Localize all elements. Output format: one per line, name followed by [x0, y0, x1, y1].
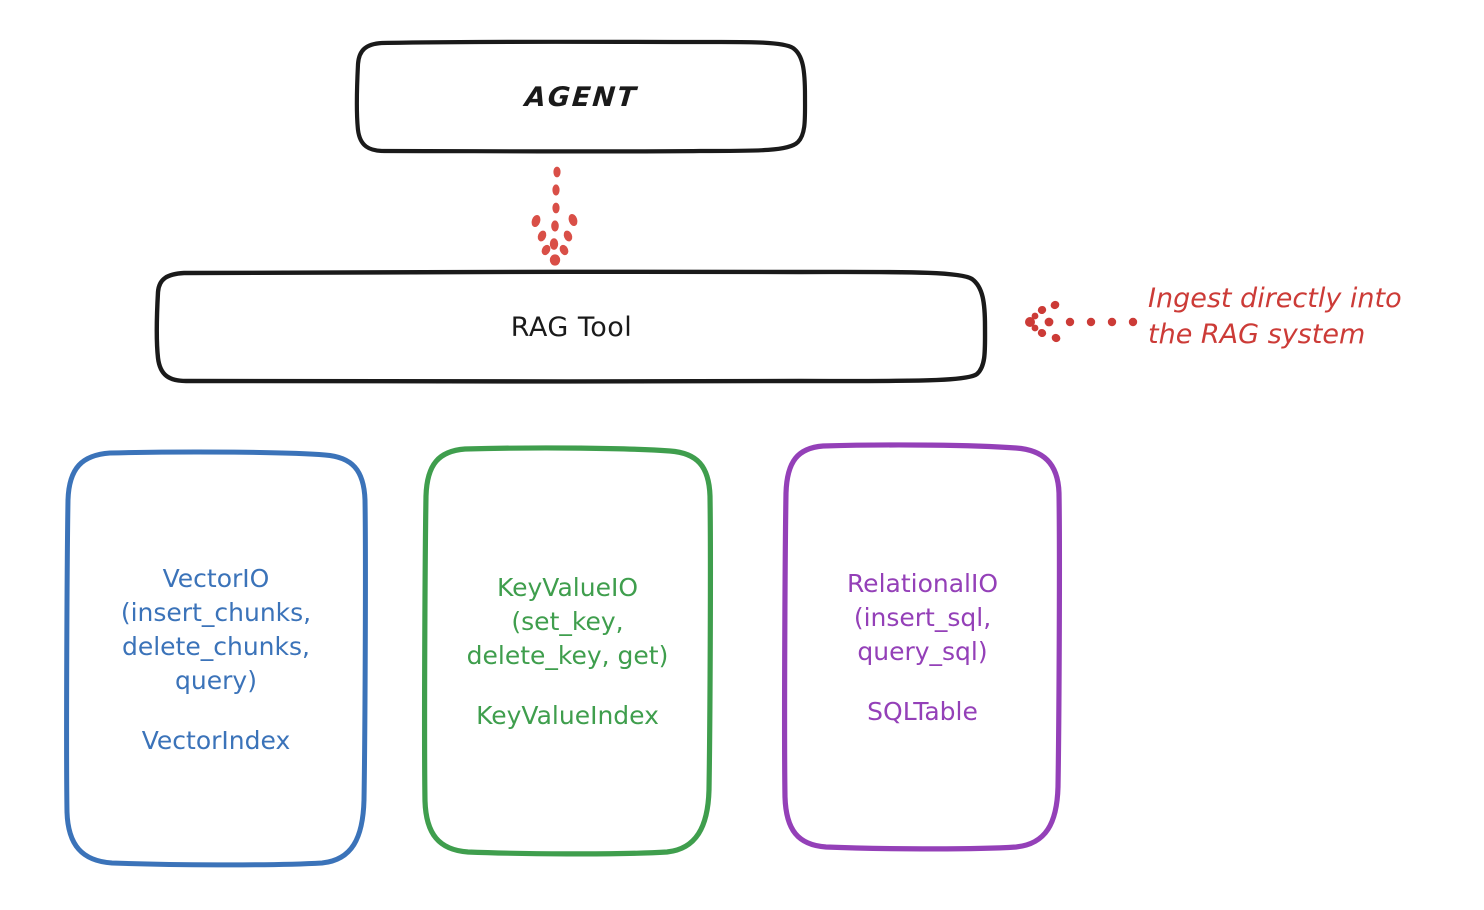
agent-node[interactable]: AGENT	[358, 42, 805, 152]
key-value-io-title: KeyValueIO	[496, 573, 639, 602]
rag-tool-label: RAG Tool	[510, 311, 633, 343]
agent-label: AGENT	[523, 81, 640, 113]
relational-io-box-outline[interactable]	[781, 442, 1063, 852]
key-value-io-box-outline[interactable]	[421, 445, 714, 857]
relational-io-table-label: SQLTable	[867, 697, 978, 726]
relational-io-node[interactable]: RelationalIO (insert_sql, query_sql) SQL…	[785, 445, 1060, 848]
agent-box-outline[interactable]	[354, 39, 808, 154]
vector-io-box-outline[interactable]	[64, 449, 368, 868]
vector-io-methods: (insert_chunks, delete_chunks, query)	[120, 598, 312, 695]
key-value-io-node[interactable]: KeyValueIO (set_key, delete_key, get) Ke…	[425, 448, 710, 853]
key-value-io-index-label: KeyValueIndex	[476, 701, 659, 730]
vector-io-node[interactable]: VectorIO (insert_chunks, delete_chunks, …	[67, 452, 365, 865]
vector-io-title: VectorIO	[162, 564, 270, 593]
agent-to-rag-dotted-arrow	[531, 166, 578, 266]
rag-tool-node[interactable]: RAG Tool	[158, 272, 985, 382]
ingest-dotted-arrow	[1025, 300, 1138, 343]
relational-io-methods: (insert_sql, query_sql)	[853, 603, 992, 666]
vector-io-index-label: VectorIndex	[141, 726, 291, 755]
ingest-annotation-text: Ingest directly into the RAG system	[1148, 283, 1402, 350]
rag-tool-box-outline[interactable]	[154, 269, 988, 384]
key-value-io-methods: (set_key, delete_key, get)	[466, 607, 669, 670]
relational-io-title: RelationalIO	[846, 569, 999, 598]
